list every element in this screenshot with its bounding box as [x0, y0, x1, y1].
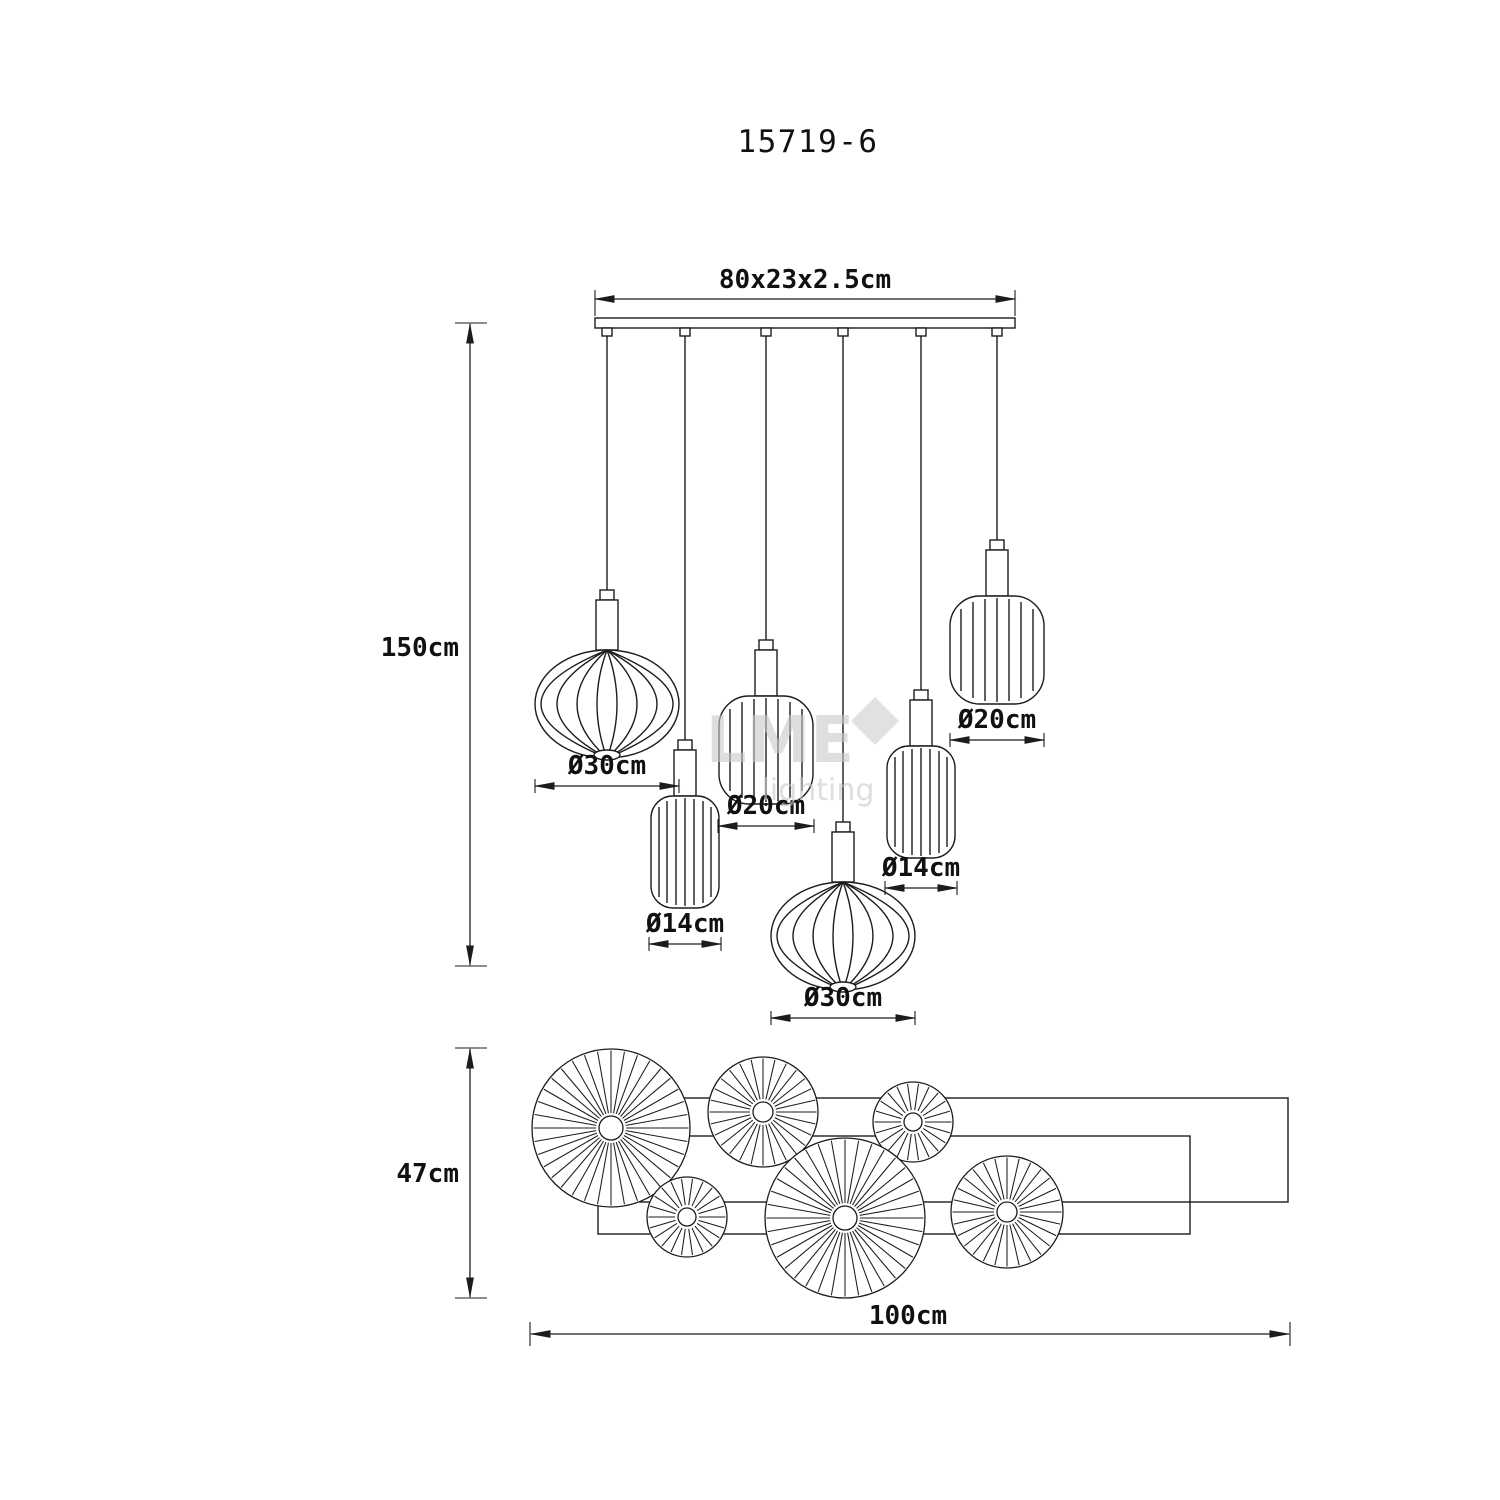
- top-view-disc-small-upper: [872, 1081, 954, 1163]
- top-view-depth-dimension: 47cm: [396, 1047, 487, 1299]
- drop-height-dimension: 150cm: [381, 322, 487, 967]
- top-view-disc-medium-upper: [707, 1056, 819, 1168]
- drop-height-label: 150cm: [381, 633, 459, 663]
- lamp-2-dimension: Ø14cm: [645, 909, 724, 951]
- top-view-depth-label: 47cm: [396, 1159, 459, 1189]
- cords-group: [601, 327, 1003, 822]
- product-code: 15719-6: [737, 124, 878, 160]
- watermark-diamond-icon: [850, 696, 900, 746]
- top-view-width-dimension: 100cm: [529, 1301, 1291, 1346]
- lamp-5-tall-ribbed-cylinder: [886, 689, 956, 859]
- top-view-disc-medium-lower: [950, 1155, 1064, 1269]
- lamp-5-dimension: Ø14cm: [881, 853, 960, 895]
- watermark-sub: lighting: [762, 773, 875, 808]
- canopy-dimension-label: 80x23x2.5cm: [719, 265, 891, 295]
- lamp-4-dimension: Ø30cm: [769, 983, 917, 1025]
- top-view-width-label: 100cm: [869, 1301, 947, 1331]
- lamp-4-diameter-label: Ø30cm: [803, 983, 882, 1013]
- top-view-group: 47cm 100cm: [396, 1047, 1291, 1346]
- lamp-1-dimension: Ø30cm: [533, 751, 681, 793]
- lamp-5-diameter-label: Ø14cm: [881, 853, 960, 883]
- canopy-group: 80x23x2.5cm: [593, 265, 1017, 329]
- lamp-2-diameter-label: Ø14cm: [645, 909, 724, 939]
- lamp-6-ribbed-rounded-cube: [949, 539, 1045, 705]
- top-view-disc-large-center: [764, 1137, 926, 1299]
- top-view-disc-small-lower: [646, 1176, 728, 1258]
- lamp-1-wide-ribbed-globe: [534, 589, 680, 761]
- lamp-3-dimension: Ø20cm: [716, 791, 816, 833]
- lamp-6-dimension: Ø20cm: [948, 705, 1046, 747]
- lamp-3-diameter-label: Ø20cm: [726, 791, 805, 821]
- lamp-1-diameter-label: Ø30cm: [567, 751, 646, 781]
- watermark: LME lighting: [706, 696, 900, 808]
- lamp-6-diameter-label: Ø20cm: [957, 705, 1036, 735]
- watermark-brand: LME: [706, 704, 854, 778]
- ceiling-bar: [594, 317, 1016, 329]
- top-view-disc-large-left: [531, 1048, 691, 1208]
